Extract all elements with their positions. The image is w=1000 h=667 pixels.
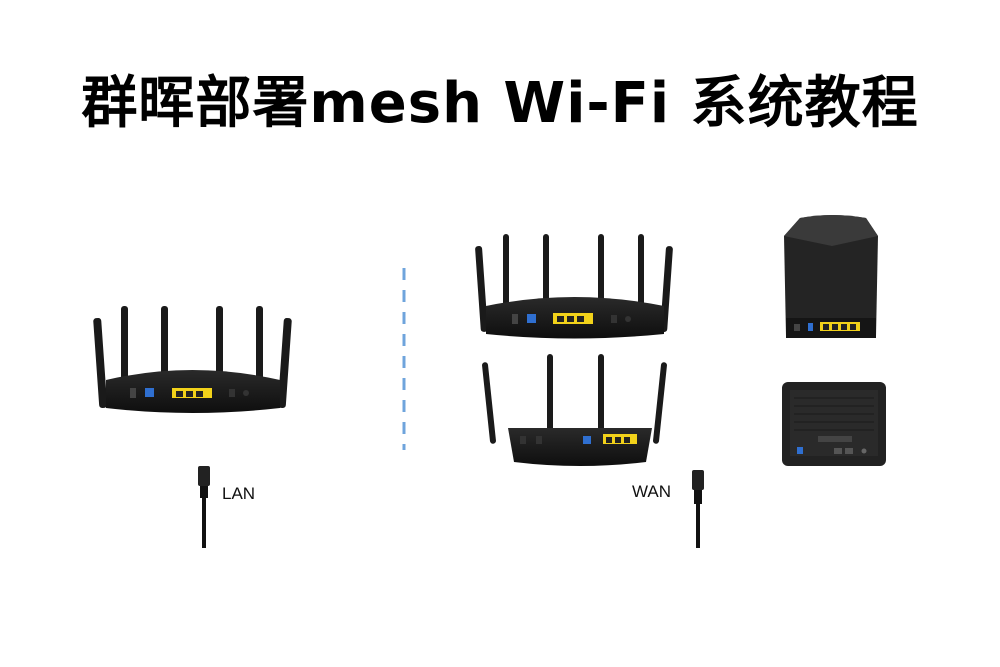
lan-cable-icon	[198, 466, 210, 548]
right-top-router-icon	[475, 234, 673, 339]
mr2200ac-icon	[782, 382, 886, 466]
right-mid-router-icon	[482, 354, 667, 466]
page-title: 群晖部署mesh Wi-Fi 系统教程	[81, 71, 919, 136]
wan-label: WAN	[632, 482, 672, 501]
wan-cable-icon	[692, 470, 704, 548]
left-router-icon	[93, 306, 292, 413]
lan-label: LAN	[222, 484, 256, 503]
wrx560-icon	[784, 215, 878, 338]
